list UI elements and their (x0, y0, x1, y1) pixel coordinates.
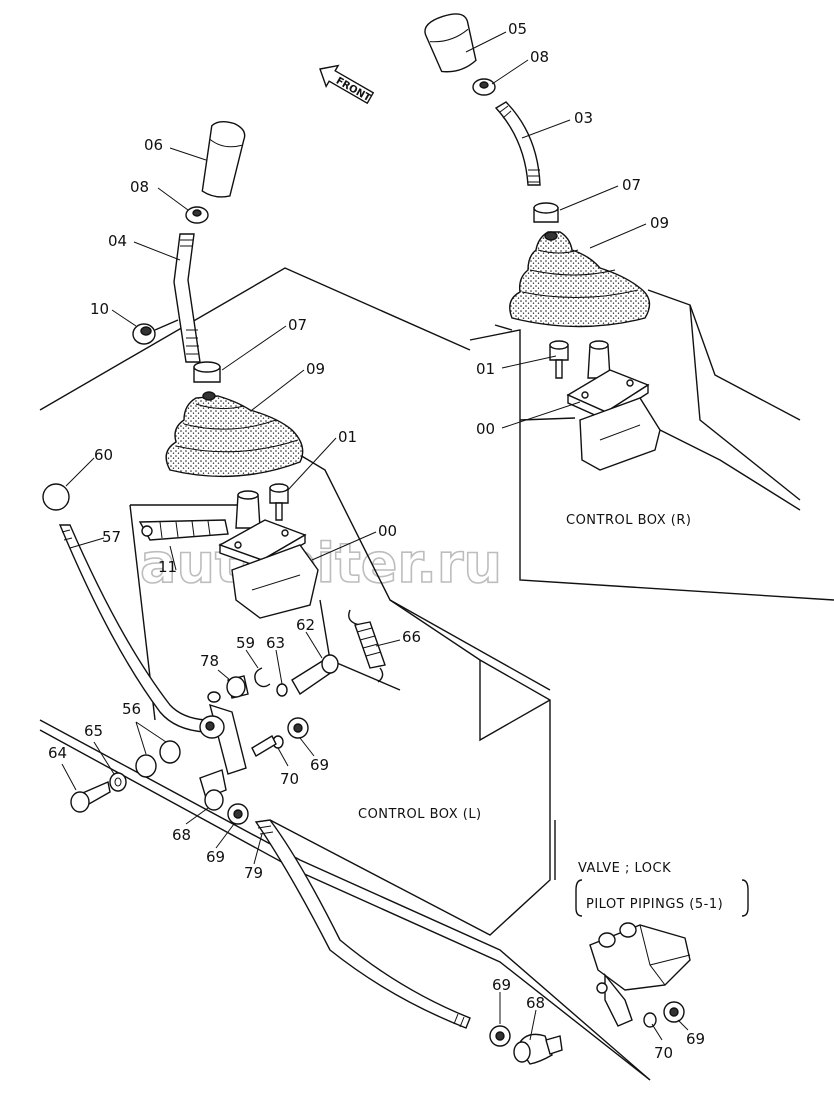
label-60: 60 (94, 446, 113, 464)
knob-06 (201, 120, 246, 198)
note-valve-lock: VALVE ; LOCK (578, 861, 671, 876)
nut-69-pipe-end (489, 1025, 511, 1047)
watermark-text: autopiter.ru (140, 532, 502, 595)
lock-lever-assembly (42, 483, 471, 1029)
washer-65 (109, 772, 127, 792)
label-00-right: 00 (476, 420, 495, 438)
pilot-valve-00-left (218, 490, 319, 619)
bushing-56 (135, 740, 181, 778)
label-01-right: 01 (476, 360, 495, 378)
leader-lines (61, 31, 689, 1041)
washer-70-valve (643, 1012, 657, 1028)
label-69-valve: 69 (686, 1030, 705, 1048)
label-00-left: 00 (378, 522, 397, 540)
label-07-right: 07 (622, 176, 641, 194)
label-10: 10 (90, 300, 109, 318)
label-08-right: 08 (530, 48, 549, 66)
label-04: 04 (108, 232, 127, 250)
lock-valve-assembly (489, 922, 691, 1065)
bolt-01-left (269, 483, 289, 521)
label-79: 79 (244, 864, 263, 882)
valve-lock-note: VALVE ; LOCK PILOT PIPINGS (5-1) (575, 861, 749, 917)
label-56: 56 (122, 700, 141, 718)
rod-04 (173, 233, 201, 363)
right-lever-assembly (424, 13, 661, 471)
nut-08-left (185, 206, 209, 224)
pin-62 (291, 654, 339, 696)
label-05: 05 (508, 20, 527, 38)
label-65: 65 (84, 722, 103, 740)
nut-69-valve (663, 1001, 685, 1023)
control-box-left-label: CONTROL BOX (L) (358, 807, 482, 822)
ball-knob-60 (42, 483, 70, 511)
label-57: 57 (102, 528, 121, 546)
note-pilot-pipings: PILOT PIPINGS (5-1) (586, 897, 723, 912)
label-69-pipe: 69 (492, 976, 511, 994)
bolt-64 (70, 781, 111, 813)
clip-59 (254, 667, 271, 688)
label-11: 11 (158, 558, 177, 576)
label-66: 66 (402, 628, 421, 646)
left-lever-assembly (132, 120, 319, 619)
nut-07-right (533, 202, 559, 223)
pilot-valve-00-right (566, 340, 661, 471)
label-69-upper: 69 (310, 756, 329, 774)
fitting-68 (199, 769, 227, 811)
label-06: 06 (144, 136, 163, 154)
label-07-left: 07 (288, 316, 307, 334)
nut-69-upper (287, 717, 309, 739)
control-box-right-label: CONTROL BOX (R) (566, 513, 691, 528)
label-62: 62 (296, 616, 315, 634)
label-69-lower: 69 (206, 848, 225, 866)
label-09-left: 09 (306, 360, 325, 378)
label-09-right: 09 (650, 214, 669, 232)
label-68-left: 68 (172, 826, 191, 844)
nut-07-left (193, 361, 221, 383)
label-68-elbow: 68 (526, 994, 545, 1012)
grommet-10 (132, 319, 179, 345)
bushing-78 (226, 675, 249, 699)
washer-63 (276, 683, 288, 697)
boot-09-left (165, 391, 304, 478)
rod-03 (494, 101, 541, 186)
label-64: 64 (48, 744, 67, 762)
label-78: 78 (200, 652, 219, 670)
label-03: 03 (574, 109, 593, 127)
label-70-valve: 70 (654, 1044, 673, 1062)
pipe-79 (254, 819, 471, 1029)
elbow-68 (513, 1033, 563, 1065)
label-01-left: 01 (338, 428, 357, 446)
part-labels: 05 08 03 07 09 01 00 06 08 04 10 07 09 0… (48, 20, 705, 1062)
bracket-11 (138, 519, 229, 541)
label-59: 59 (236, 634, 255, 652)
knob-05 (424, 13, 477, 73)
spring-66 (348, 609, 386, 683)
nut-08-right (472, 78, 496, 96)
label-63: 63 (266, 634, 285, 652)
front-arrow: FRONT (319, 64, 375, 104)
label-08-left: 08 (130, 178, 149, 196)
bolt-01-right (549, 340, 569, 379)
label-70-upper: 70 (280, 770, 299, 788)
nut-69-lower (227, 803, 249, 825)
control-box-right (469, 289, 834, 601)
boot-09-right (509, 231, 651, 328)
